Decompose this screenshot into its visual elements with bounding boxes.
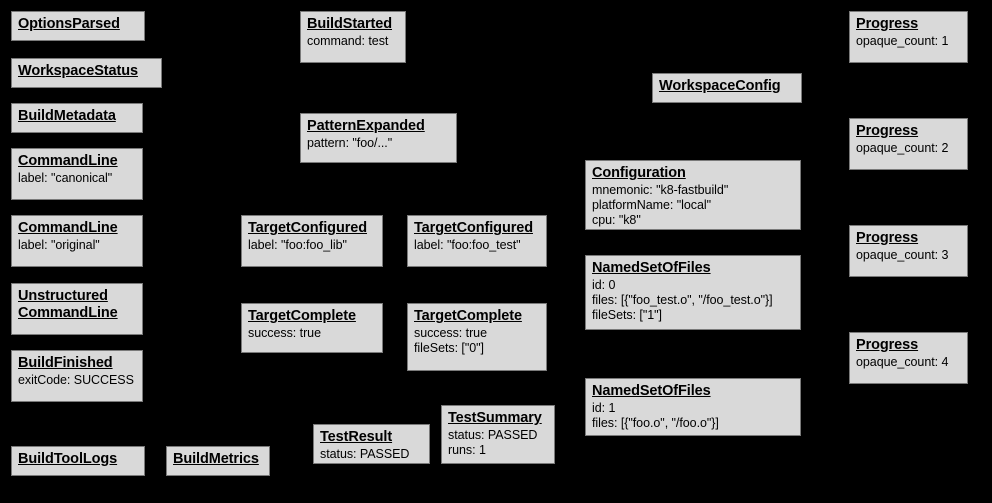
node-field: status: PASSED — [320, 447, 410, 462]
node-field: platformName: "local" — [592, 197, 711, 212]
node-title: Unstructured CommandLine — [18, 288, 118, 322]
node-title: TargetConfigured — [248, 220, 367, 236]
node-field: fileSets: ["0"] — [414, 340, 484, 355]
node-title: BuildToolLogs — [18, 451, 118, 467]
node-progress-1[interactable]: Progress opaque_count: 1 — [849, 11, 968, 63]
node-title: BuildMetrics — [173, 451, 259, 467]
node-build-started[interactable]: BuildStarted command: test — [300, 11, 406, 63]
node-title: TargetComplete — [248, 308, 356, 324]
node-field: id: 0 — [592, 278, 616, 293]
node-title: CommandLine — [18, 220, 118, 236]
node-target-configured-foo-test[interactable]: TargetConfigured label: "foo:foo_test" — [407, 215, 547, 267]
node-field: opaque_count: 1 — [856, 34, 949, 49]
node-field: command: test — [307, 34, 389, 49]
node-field: label: "foo:foo_test" — [414, 238, 521, 253]
node-field: label: "foo:foo_lib" — [248, 238, 347, 253]
node-command-line-original[interactable]: CommandLine label: "original" — [11, 215, 143, 267]
node-field: cpu: "k8" — [592, 212, 641, 227]
node-title: Progress — [856, 16, 919, 32]
node-build-metadata[interactable]: BuildMetadata — [11, 103, 143, 133]
node-field: files: [{"foo_test.o", "/foo_test.o"}] — [592, 292, 773, 307]
node-build-metrics[interactable]: BuildMetrics — [166, 446, 270, 476]
node-target-complete-lib[interactable]: TargetComplete success: true — [241, 303, 383, 353]
node-progress-2[interactable]: Progress opaque_count: 2 — [849, 118, 968, 170]
node-test-result[interactable]: TestResult status: PASSED — [313, 424, 430, 464]
node-field: opaque_count: 2 — [856, 141, 949, 156]
node-title: BuildMetadata — [18, 108, 116, 124]
node-title: TestResult — [320, 429, 393, 445]
node-pattern-expanded[interactable]: PatternExpanded pattern: "foo/..." — [300, 113, 457, 163]
node-progress-4[interactable]: Progress opaque_count: 4 — [849, 332, 968, 384]
node-field: files: [{"foo.o", "/foo.o"}] — [592, 415, 719, 430]
node-title: Progress — [856, 230, 919, 246]
node-workspace-config[interactable]: WorkspaceConfig — [652, 73, 802, 103]
node-progress-3[interactable]: Progress opaque_count: 3 — [849, 225, 968, 277]
node-title: BuildFinished — [18, 355, 113, 371]
node-field: runs: 1 — [448, 442, 486, 457]
node-field: opaque_count: 3 — [856, 248, 949, 263]
node-field: success: true — [248, 326, 321, 341]
node-field: opaque_count: 4 — [856, 355, 949, 370]
node-command-line-canonical[interactable]: CommandLine label: "canonical" — [11, 148, 143, 200]
node-field: pattern: "foo/..." — [307, 136, 393, 151]
node-title: Progress — [856, 123, 919, 139]
node-title: PatternExpanded — [307, 118, 425, 134]
node-title: WorkspaceConfig — [659, 78, 781, 94]
node-field: label: "canonical" — [18, 171, 113, 186]
node-field: exitCode: SUCCESS — [18, 373, 134, 388]
node-field: fileSets: ["1"] — [592, 307, 662, 322]
node-configuration[interactable]: Configuration mnemonic: "k8-fastbuild"pla… — [585, 160, 801, 230]
node-title: CommandLine — [18, 153, 118, 169]
node-title: TargetConfigured — [414, 220, 533, 236]
node-field: mnemonic: "k8-fastbuild" — [592, 183, 729, 198]
node-target-configured-foo-lib[interactable]: TargetConfigured label: "foo:foo_lib" — [241, 215, 383, 267]
node-field: success: true — [414, 326, 487, 341]
node-title: OptionsParsed — [18, 16, 120, 32]
node-field: label: "original" — [18, 238, 100, 253]
node-title: NamedSetOfFiles — [592, 260, 711, 276]
node-field: id: 1 — [592, 401, 616, 416]
node-unstructured-command-line[interactable]: Unstructured CommandLine — [11, 283, 143, 335]
node-title: TargetComplete — [414, 308, 522, 324]
node-title: NamedSetOfFiles — [592, 383, 711, 399]
node-build-finished[interactable]: BuildFinished exitCode: SUCCESS — [11, 350, 143, 402]
node-build-tool-logs[interactable]: BuildToolLogs — [11, 446, 145, 476]
node-title: TestSummary — [448, 410, 542, 426]
node-field: status: PASSED — [448, 428, 538, 443]
node-title: WorkspaceStatus — [18, 63, 138, 79]
node-options-parsed[interactable]: OptionsParsed — [11, 11, 145, 41]
node-workspace-status[interactable]: WorkspaceStatus — [11, 58, 162, 88]
node-title: Progress — [856, 337, 919, 353]
node-title: Configuration — [592, 165, 686, 181]
node-title: BuildStarted — [307, 16, 393, 32]
